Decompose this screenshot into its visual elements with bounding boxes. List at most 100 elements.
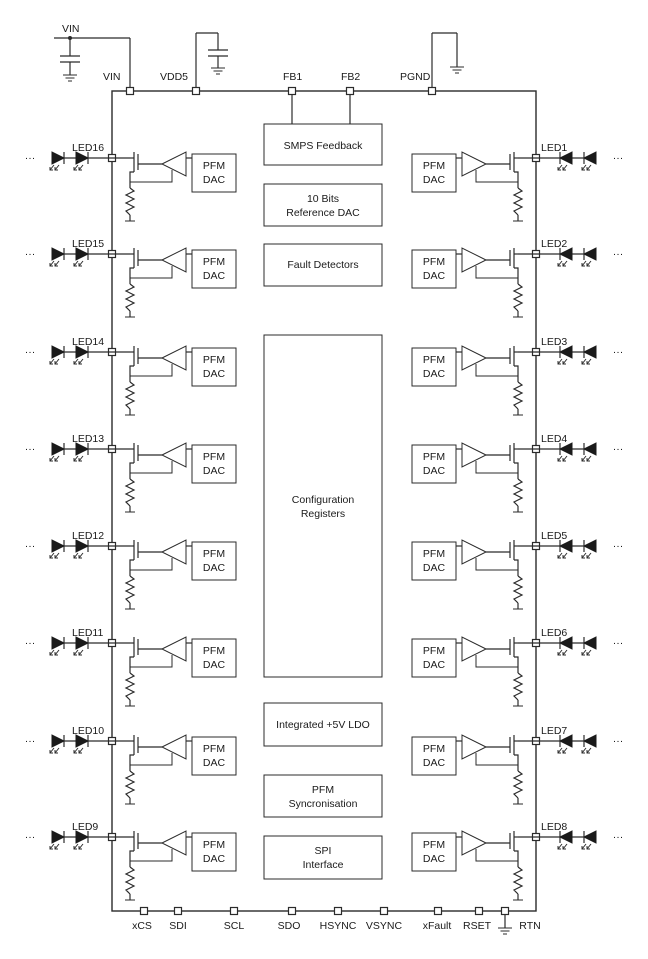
led-diode-led12-a	[73, 539, 90, 559]
led-diode-led9-b	[49, 830, 66, 850]
pfm-dac-line-1: PFM	[203, 839, 225, 851]
pin-square-hsync	[333, 906, 343, 916]
fault-detectors-block: Fault Detectors	[263, 243, 383, 287]
reference-dac-line-1: 10 Bits	[307, 193, 339, 205]
led-diode-led9-a	[73, 830, 90, 850]
led-string-continuation: ···	[613, 540, 624, 552]
vdd5-supply-network: VDD5	[160, 32, 228, 96]
amplifier-led16	[160, 151, 187, 177]
pfm-dac-led9	[191, 832, 237, 872]
led-diode-led16-b	[49, 151, 66, 171]
amplifier-led12	[160, 539, 187, 565]
pfm-dac-line-2: DAC	[203, 368, 226, 380]
led-diode-led3-b	[581, 345, 597, 365]
pin-square-scl	[229, 906, 239, 916]
pin-pgnd	[427, 86, 437, 96]
pin-label-led10: LED10	[72, 725, 104, 737]
pfm-dac-line-2: DAC	[203, 659, 226, 671]
led-diode-led4-a	[557, 442, 573, 462]
pfm-sync-line-1: PFM	[312, 784, 334, 796]
reference-dac-line-2: Reference DAC	[286, 207, 360, 219]
rtn-ground-icon	[498, 915, 512, 935]
pin-label-led11: LED11	[72, 627, 103, 639]
led-string-continuation: ···	[25, 540, 36, 552]
pin-pgnd-label: PGND	[400, 71, 431, 83]
amplifier-led6	[461, 636, 488, 662]
pin-rset: RSET	[463, 906, 492, 932]
pin-label-vsync: VSYNC	[366, 920, 403, 932]
pfm-dac-line-1: PFM	[203, 548, 225, 560]
pfm-dac-led14	[191, 347, 237, 387]
led-string-continuation: ···	[613, 443, 624, 455]
pin-xfault: xFault	[423, 906, 452, 932]
amplifier-led1	[461, 151, 488, 177]
pfm-dac-line-2: DAC	[423, 853, 446, 865]
pfm-dac-line-2: DAC	[203, 562, 226, 574]
channel-left-7: LED10 ··· PFM DAC	[25, 725, 237, 805]
pin-label-led6: LED6	[541, 627, 567, 639]
pin-label-xfault: xFault	[423, 920, 452, 932]
pfm-dac-line-1: PFM	[203, 354, 225, 366]
led-diode-led8-b	[581, 830, 597, 850]
pfm-dac-led8	[411, 832, 457, 872]
pfm-dac-line-2: DAC	[203, 757, 226, 769]
pin-xcs: xCS	[132, 906, 152, 932]
pfm-dac-line-2: DAC	[203, 465, 226, 477]
pfm-dac-led10	[191, 736, 237, 776]
led-diode-led11-a	[73, 636, 90, 656]
led-string-continuation: ···	[613, 637, 624, 649]
pin-label-led15: LED15	[72, 238, 104, 250]
led-string-continuation: ···	[25, 735, 36, 747]
led-string-continuation: ···	[613, 735, 624, 747]
smps-feedback-line-1: SMPS Feedback	[284, 140, 364, 152]
spi-interface-line-2: Interface	[303, 859, 344, 871]
led-diode-led1-b	[581, 151, 597, 171]
pfm-dac-led1	[411, 153, 457, 193]
pin-label-led8: LED8	[541, 821, 567, 833]
amplifier-led8	[461, 830, 488, 856]
pin-vdd5	[191, 86, 201, 96]
fault-detectors-line-1: Fault Detectors	[287, 259, 358, 271]
pfm-dac-line-2: DAC	[203, 853, 226, 865]
led-diode-led13-b	[49, 442, 66, 462]
led-string-continuation: ···	[613, 152, 624, 164]
pin-fb1-label: FB1	[283, 71, 302, 83]
smps-feedback-block: SMPS Feedback	[263, 123, 383, 166]
pfm-dac-line-2: DAC	[423, 368, 446, 380]
led-diode-led4-b	[581, 442, 597, 462]
amplifier-led11	[160, 636, 187, 662]
led-diode-led1-a	[557, 151, 573, 171]
spi-interface-line-1: SPI	[315, 845, 332, 857]
pin-square-xcs	[139, 906, 149, 916]
pin-fb2	[345, 86, 355, 96]
amplifier-led3	[461, 345, 488, 371]
pin-label-led13: LED13	[72, 433, 104, 445]
pfm-dac-line-1: PFM	[203, 256, 225, 268]
pfm-dac-led3	[411, 347, 457, 387]
pin-square-rset	[474, 906, 484, 916]
pin-label-led4: LED4	[541, 433, 567, 445]
pfm-dac-line-1: PFM	[203, 743, 225, 755]
configuration-registers-line-1: Configuration	[292, 494, 355, 506]
pfm-dac-led7	[411, 736, 457, 776]
pin-label-scl: SCL	[224, 920, 245, 932]
pin-sdi: SDI	[169, 906, 187, 932]
pfm-dac-line-1: PFM	[203, 645, 225, 657]
pfm-dac-line-1: PFM	[423, 839, 445, 851]
led-string-continuation: ···	[25, 443, 36, 455]
led-string-continuation: ···	[25, 152, 36, 164]
amplifier-led4	[461, 442, 488, 468]
configuration-registers-block: Configuration Registers	[263, 334, 383, 678]
pfm-sync-line-2: Syncronisation	[289, 798, 358, 810]
led-string-continuation: ···	[613, 346, 624, 358]
led-string-continuation: ···	[25, 831, 36, 843]
vin-supply-network: VIN VIN	[54, 23, 135, 96]
